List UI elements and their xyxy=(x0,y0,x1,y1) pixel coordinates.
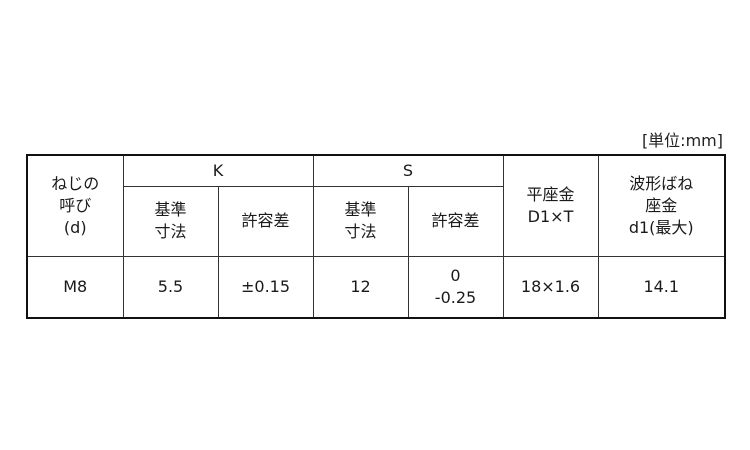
header-s: S xyxy=(312,154,504,187)
cell-flat-washer: 18×1.6 xyxy=(502,255,599,319)
header-k-tolerance: 許容差 xyxy=(217,185,314,257)
header-s-tolerance: 許容差 xyxy=(407,185,504,257)
header-k-basic: 基準 寸法 xyxy=(122,185,219,257)
cell-wave-washer: 14.1 xyxy=(597,255,726,319)
header-k: K xyxy=(122,154,314,187)
cell-nominal: M8 xyxy=(26,255,124,319)
cell-k-tolerance: ±0.15 xyxy=(217,255,314,319)
cell-s-basic: 12 xyxy=(312,255,409,319)
header-wave-washer: 波形ばね 座金 d1(最大) xyxy=(597,154,726,257)
cell-s-tolerance: 0 -0.25 xyxy=(407,255,504,319)
cell-k-basic: 5.5 xyxy=(122,255,219,319)
spec-table: ねじの 呼び (d) K S 平座金 D1×T 波形ばね 座金 d1(最大) 基… xyxy=(26,154,726,319)
header-s-basic: 基準 寸法 xyxy=(312,185,409,257)
table-row: M8 5.5 ±0.15 12 0 -0.25 18×1.6 14.1 xyxy=(26,255,726,319)
header-flat-washer: 平座金 D1×T xyxy=(502,154,599,257)
unit-label: [単位:mm] xyxy=(641,131,723,150)
header-nominal: ねじの 呼び (d) xyxy=(26,154,124,257)
